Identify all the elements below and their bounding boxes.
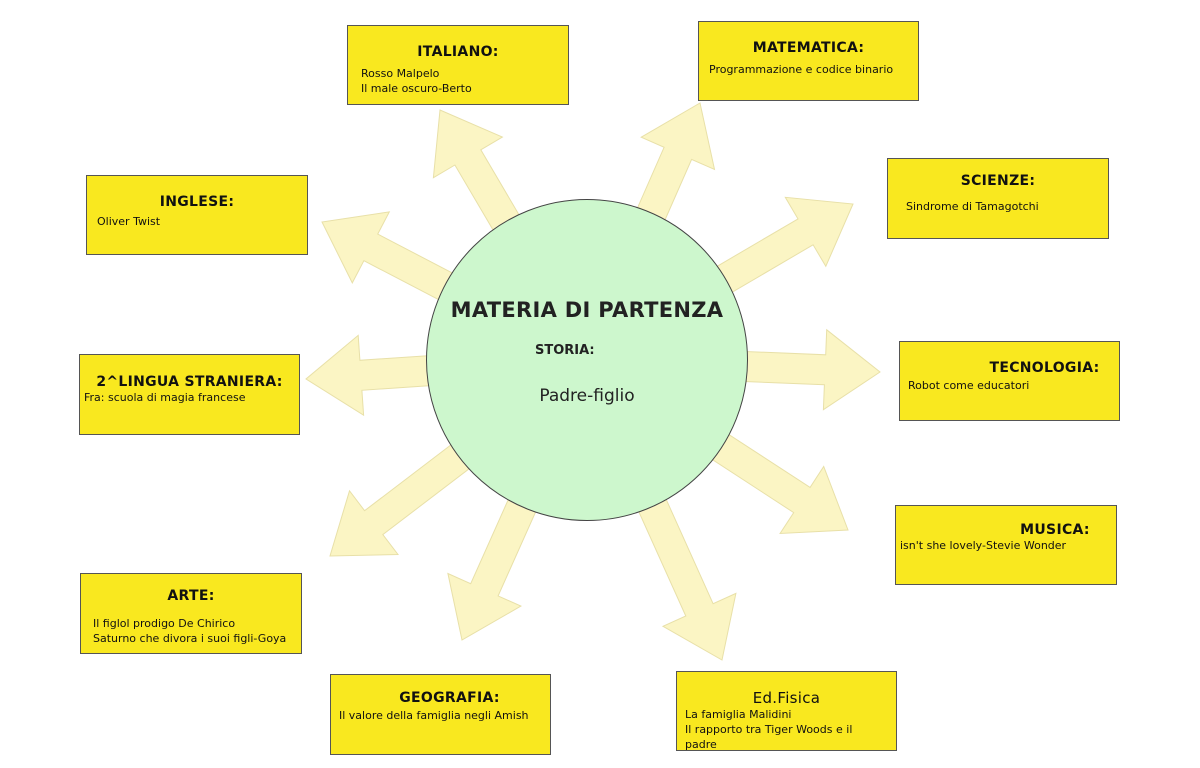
box-italiano: ITALIANO: Rosso Malpelo Il male oscuro-B… [347,25,569,105]
box-geografia-line-1: Il valore della famiglia negli Amish [339,709,529,722]
box-italiano-line-1: Rosso Malpelo [361,67,440,80]
box-arte-title: ARTE: [167,588,215,604]
box-inglese-title: INGLESE: [159,194,235,210]
box-matematica: MATEMATICA: Programmazione e codice bina… [698,21,919,101]
box-arte-line-1: Il figlol prodigo De Chirico [93,617,236,630]
box-geografia-title: GEOGRAFIA: [399,690,500,706]
box-edfisica: Ed.Fisica La famiglia Malidini Il rappor… [676,671,897,751]
box-italiano-title: ITALIANO: [417,44,499,60]
box-tecnologia-title: TECNOLOGIA: [989,360,1100,376]
box-tecnologia: TECNOLOGIA: Robot come educatori [899,341,1120,421]
box-arte: ARTE: Il figlol prodigo De Chirico Satur… [80,573,302,654]
center-topic: Padre-figlio [539,386,635,406]
center-circle: MATERIA DI PARTENZA STORIA: Padre-figlio [426,199,748,521]
box-matematica-line-1: Programmazione e codice binario [709,63,894,76]
box-inglese-line-1: Oliver Twist [97,215,161,228]
box-inglese: INGLESE: Oliver Twist [86,175,308,255]
box-scienze-line-1: Sindrome di Tamagotchi [906,200,1039,213]
center-title: MATERIA DI PARTENZA [450,298,724,322]
box-matematica-title: MATEMATICA: [752,40,865,56]
box-geografia: GEOGRAFIA: Il valore della famiglia negl… [330,674,551,755]
box-tecnologia-line-1: Robot come educatori [908,379,1030,392]
box-musica: MUSICA: isn't she lovely-Stevie Wonder [895,505,1117,585]
center-subject: STORIA: [535,343,595,358]
box-edfisica-title: Ed.Fisica [752,689,821,707]
box-lingua2-line-1: Fra: scuola di magia francese [84,391,246,404]
box-musica-line-1: isn't she lovely-Stevie Wonder [900,539,1067,552]
box-arte-line-2: Saturno che divora i suoi figli-Goya [93,632,287,645]
box-edfisica-line-2: Il rapporto tra Tiger Woods e il [685,723,853,736]
box-scienze-title: SCIENZE: [960,173,1036,189]
box-lingua2: 2^LINGUA STRANIERA: Fra: scuola di magia… [79,354,300,435]
box-scienze: SCIENZE: Sindrome di Tamagotchi [887,158,1109,239]
box-edfisica-line-1: La famiglia Malidini [685,708,792,721]
box-italiano-line-2: Il male oscuro-Berto [361,82,472,95]
box-edfisica-line-3: padre [685,738,717,751]
box-lingua2-title: 2^LINGUA STRANIERA: [96,374,283,390]
box-musica-title: MUSICA: [1020,522,1090,538]
